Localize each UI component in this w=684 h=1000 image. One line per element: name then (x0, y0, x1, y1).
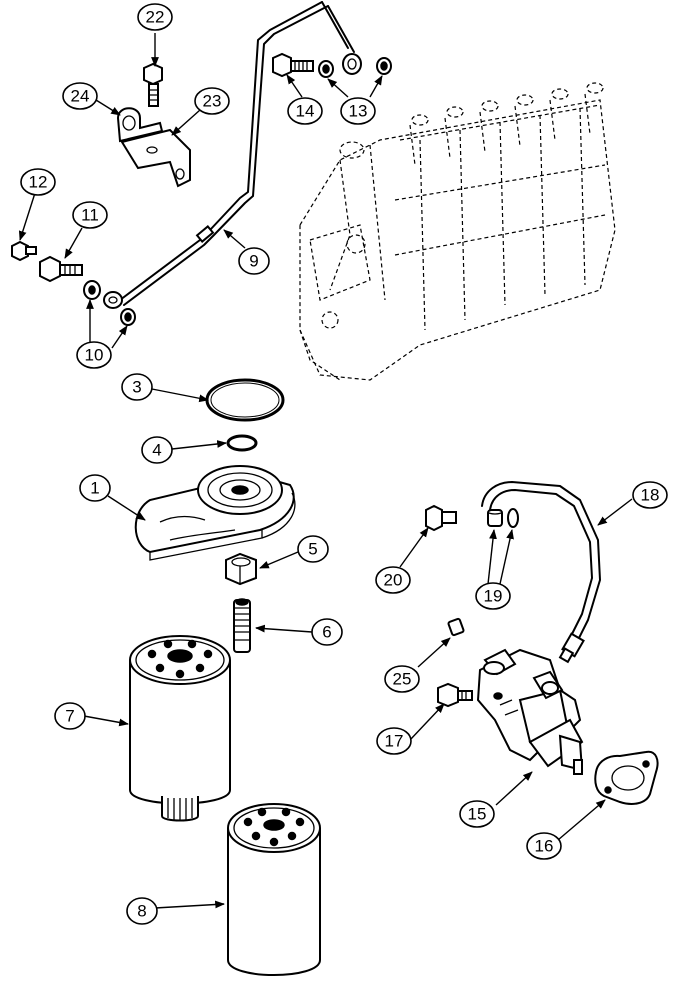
callout-10-label: 10 (85, 346, 104, 365)
callout-17-label: 17 (385, 732, 404, 751)
callout-12: 12 (20, 168, 56, 196)
callout-5: 5 (297, 535, 329, 563)
callout-18: 18 (632, 481, 668, 509)
callout-17: 17 (376, 727, 412, 755)
fuel-filter-7 (129, 635, 231, 822)
sealing-washer-10b (120, 308, 136, 326)
callout-1-label: 1 (90, 479, 99, 498)
fitting-25 (447, 617, 465, 637)
callout-11: 11 (72, 201, 108, 229)
adapter-nut-5 (225, 552, 257, 586)
callout-16: 16 (526, 832, 562, 860)
callout-4-label: 4 (152, 441, 161, 460)
fitting-20 (425, 504, 457, 532)
callout-24: 24 (62, 82, 98, 110)
callout-25-label: 25 (393, 670, 412, 689)
fuel-injection-pump-outline (299, 82, 616, 381)
threaded-nipple-6 (233, 598, 251, 653)
callout-23: 22 (137, 3, 173, 31)
callout-3: 3 (121, 373, 153, 401)
callout-11-label: 11 (81, 206, 99, 225)
callout-13-label: 13 (349, 102, 368, 121)
callout-16-label: 16 (535, 837, 554, 856)
fuel-line-9 (103, 1, 362, 309)
callout-15-label: 15 (468, 805, 487, 824)
callout-8: 8 (126, 897, 158, 925)
callout-12-label: 12 (29, 173, 48, 192)
bolt-23 (143, 62, 163, 107)
bleed-screw-12 (11, 240, 37, 262)
banjo-bolt-14 (272, 52, 314, 78)
callout-25: 25 (384, 665, 420, 693)
callout-23-label: 22 (146, 8, 165, 27)
gasket-16 (594, 750, 659, 805)
callout-10: 10 (76, 341, 112, 369)
callout-20-label: 20 (384, 571, 403, 590)
filter-head-1 (134, 465, 296, 561)
fuel-filter-8 (227, 803, 321, 976)
callout-5-label: 5 (308, 540, 317, 559)
o-ring-19a (487, 509, 503, 527)
callout-9: 9 (238, 247, 270, 275)
banjo-bolt-11 (39, 255, 83, 283)
sealing-washer-10a (83, 280, 101, 300)
callout-20: 20 (375, 566, 411, 594)
callout-22: 23 (194, 87, 230, 115)
sealing-washer-13b (376, 57, 392, 75)
callout-7-label: 7 (65, 707, 74, 726)
callout-6-label: 6 (322, 623, 331, 642)
callout-15: 15 (459, 800, 495, 828)
callout-19: 19 (475, 582, 511, 610)
callout-24-label: 24 (71, 87, 90, 106)
callout-13: 13 (340, 97, 376, 125)
o-ring-3 (205, 378, 285, 422)
callout-9-label: 9 (249, 252, 258, 271)
callout-4: 4 (141, 436, 173, 464)
callout-7: 7 (54, 702, 86, 730)
leader-lines (18, 33, 633, 909)
bolt-17 (437, 682, 473, 708)
callout-8-label: 8 (137, 902, 146, 921)
o-ring-19b (507, 508, 519, 528)
callout-6: 6 (311, 618, 343, 646)
callout-1: 1 (79, 474, 111, 502)
callout-22-label: 23 (203, 92, 222, 111)
transfer-pump-15 (476, 648, 584, 775)
sealing-washer-13a (318, 60, 334, 78)
fuel-line-18 (481, 481, 601, 664)
callout-14-label: 14 (296, 102, 315, 121)
callout-14: 14 (287, 97, 323, 125)
callout-18-label: 18 (641, 486, 660, 505)
callout-3-label: 3 (132, 378, 141, 397)
callout-19-label: 19 (484, 587, 503, 606)
o-ring-4 (226, 434, 258, 452)
